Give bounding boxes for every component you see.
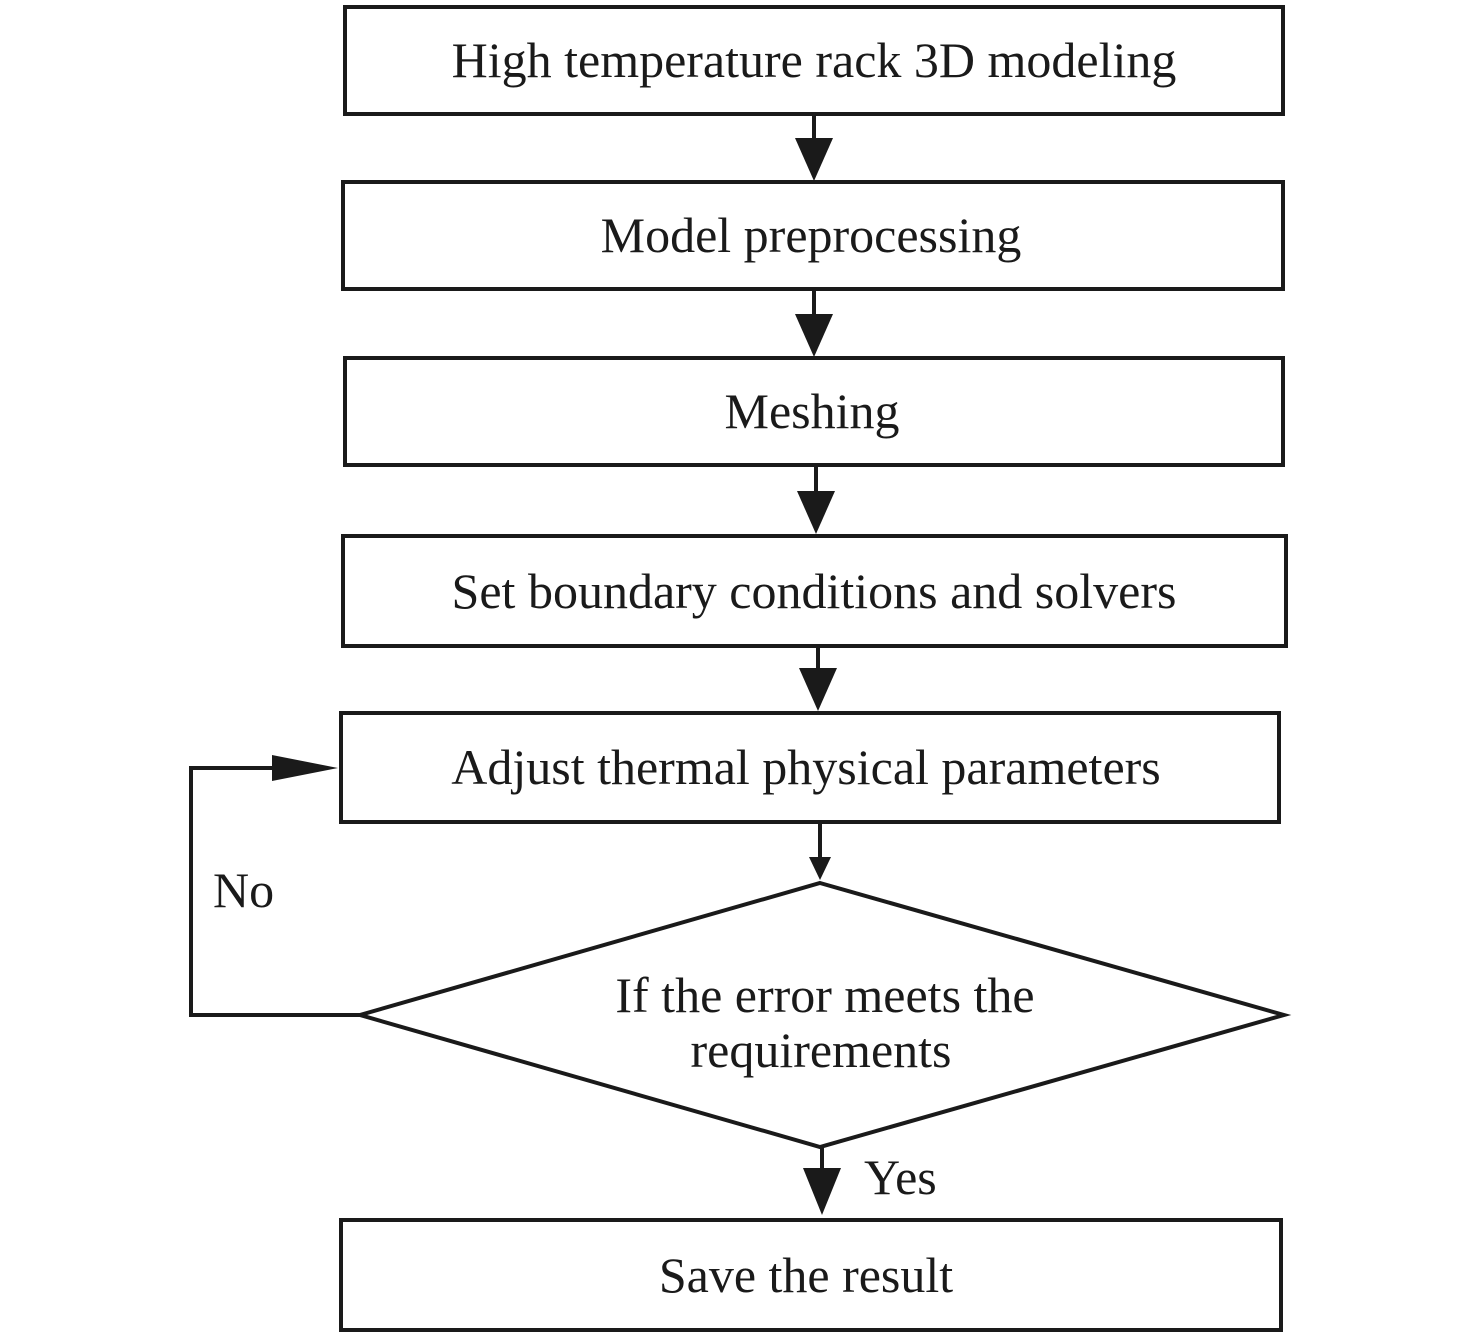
step-model-preprocessing: Model preprocessing [341,180,1285,291]
arrow-yes [803,1147,841,1215]
no-label: No [213,862,274,918]
step-adjust-parameters: Adjust thermal physical parameters [339,711,1281,824]
step-model-preprocessing-label: Model preprocessing [601,207,1022,263]
step-boundary-conditions-label: Set boundary conditions and solvers [452,563,1177,619]
decision-label-line2: requirements [690,1022,951,1078]
step-3d-modeling-label: High temperature rack 3D modeling [452,32,1177,88]
step-save-result: Save the result [339,1218,1283,1332]
arrow-step1-to-step2 [795,114,833,181]
arrow-step5-to-decision [809,822,831,880]
decision-error-check: If the error meets the requirements [352,880,1292,1150]
step-adjust-parameters-label: Adjust thermal physical parameters [451,739,1161,795]
arrow-step2-to-step3 [795,289,833,357]
arrow-step4-to-step5 [799,646,837,711]
step-save-result-label: Save the result [659,1247,953,1303]
step-meshing-label: Meshing [725,383,900,439]
step-meshing: Meshing [343,356,1285,467]
yes-label: Yes [864,1149,937,1205]
decision-label-line1: If the error meets the [615,967,1034,1023]
step-3d-modeling: High temperature rack 3D modeling [343,5,1285,116]
arrow-step3-to-step4 [797,465,835,534]
step-boundary-conditions: Set boundary conditions and solvers [341,534,1288,648]
arrow-no-loop [189,755,360,1017]
